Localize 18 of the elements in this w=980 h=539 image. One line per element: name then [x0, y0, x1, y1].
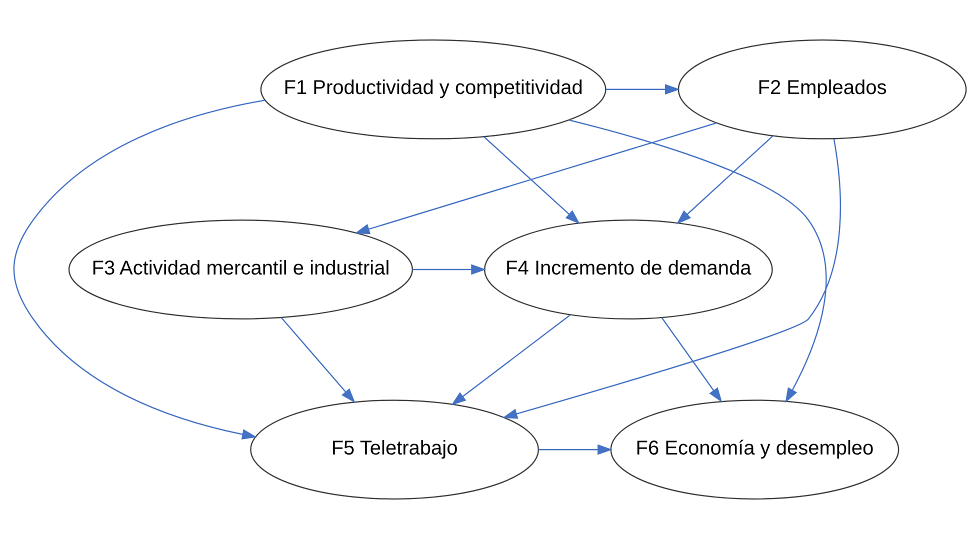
arrow — [568, 119, 827, 403]
node-ellipse: F2 Empleados — [678, 39, 967, 140]
arrow — [412, 264, 486, 275]
node-ellipse: F3 Actividad mercantil e industrial — [68, 219, 414, 320]
arrow — [661, 318, 722, 403]
node-ellipse: F4 Incremento de demanda — [484, 219, 773, 320]
arrow — [13, 100, 265, 440]
arrow — [538, 444, 613, 455]
arrow — [606, 84, 680, 95]
node-ellipse: F5 Teletrabajo — [250, 400, 539, 500]
node-ellipse: F6 Economía y desempleo — [610, 400, 900, 500]
arrow — [676, 135, 774, 224]
node-ellipse: F1 Productividad y competitividad — [260, 39, 606, 140]
arrow — [354, 122, 716, 234]
arrow — [451, 314, 570, 406]
arrow — [281, 317, 356, 404]
arrow — [484, 136, 580, 224]
arrow — [502, 138, 841, 419]
